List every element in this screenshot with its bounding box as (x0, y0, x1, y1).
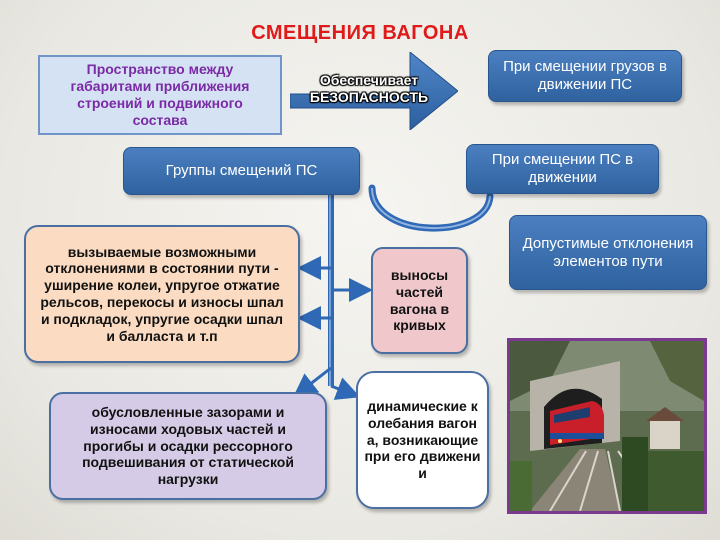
gaps-and-wear-box: обусловленные зазорами и износами ходовы… (49, 392, 327, 500)
allowed-deviations-text: Допустимые отклонения элементов пути (522, 234, 694, 270)
ps-shift-box: При смещении ПС в движении (466, 144, 659, 194)
train-tunnel-illustration (510, 341, 704, 511)
gaps-and-wear-text: обусловленные зазорами и износами ходовы… (82, 404, 294, 488)
cargo-shift-text: При смещении грузов в движении ПС (503, 58, 667, 93)
ensures-safety-arrow (290, 52, 458, 130)
shift-groups-box: Группы смещений ПС (123, 147, 360, 195)
track-deviations-text: вызываемые возможными отклонениями в сос… (40, 243, 284, 344)
curved-link (368, 184, 494, 232)
slide-title: СМЕЩЕНИЯ ВАГОНА (251, 22, 469, 44)
ps-shift-text: При смещении ПС в движении (491, 151, 634, 186)
dynamic-oscillations-text: динамические колебания вагона, возникающ… (364, 398, 481, 482)
train-tunnel-photo (507, 338, 707, 514)
cargo-shift-box: При смещении грузов в движении ПС (488, 50, 682, 102)
space-between-clearances-box: Пространство между габаритами приближени… (38, 55, 282, 135)
allowed-deviations-box: Допустимые отклонения элементов пути (509, 215, 707, 290)
ensures-safety-label: Обеспечивает БЕЗОПАСНОСТЬ (309, 72, 429, 105)
arrow-to-dynamic (330, 377, 361, 400)
track-deviations-box: вызываемые возможными отклонениями в сос… (24, 225, 300, 363)
dynamic-oscillations-box: динамические колебания вагона, возникающ… (356, 371, 489, 509)
arrow-to-gaps (292, 366, 332, 398)
curves-box: выносы частей вагона в кривых (371, 247, 468, 354)
curves-text: выносы частей вагона в кривых (389, 266, 450, 334)
space-between-clearances-text: Пространство между габаритами приближени… (70, 61, 250, 128)
shift-groups-text: Группы смещений ПС (165, 162, 318, 179)
